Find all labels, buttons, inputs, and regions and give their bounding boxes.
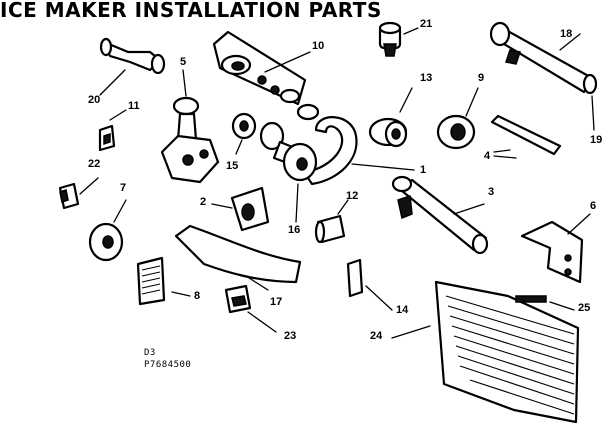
callout-21: 21 <box>420 18 433 30</box>
callout-10: 10 <box>312 40 325 52</box>
callout-22: 22 <box>88 158 101 170</box>
part-10-grommet-strip <box>212 30 320 121</box>
drawing-code-d3: D3 <box>144 348 156 358</box>
callout-11: 11 <box>128 100 140 112</box>
diagram-title: ICE MAKER INSTALLATION PARTS <box>0 0 382 22</box>
part-12-connector <box>314 199 349 244</box>
callout-9: 9 <box>478 72 485 84</box>
part-23-clip <box>224 284 277 333</box>
part-2-bracket <box>211 186 270 232</box>
callout-12: 12 <box>346 190 359 202</box>
part-13-nut <box>368 87 413 148</box>
part-5-valve-assembly <box>160 69 220 184</box>
part-7-cap <box>88 199 127 262</box>
callout-7: 7 <box>120 182 127 194</box>
callout-15: 15 <box>226 160 239 172</box>
part-8-panel <box>136 256 191 306</box>
callout-25: 25 <box>578 302 591 314</box>
part-15-bushing <box>231 112 257 155</box>
part-4-pins <box>490 114 562 159</box>
part-24-grille <box>391 280 580 424</box>
part-3-long-tube <box>391 175 489 255</box>
callout-3: 3 <box>488 186 495 198</box>
callout-18: 18 <box>560 28 573 40</box>
callout-24: 24 <box>370 330 383 342</box>
part-22-clip <box>58 177 99 210</box>
callout-2: 2 <box>200 196 207 208</box>
callout-13: 13 <box>420 72 433 84</box>
callout-5: 5 <box>180 56 187 68</box>
part-25-strip <box>515 295 575 311</box>
callout-23: 23 <box>284 330 297 342</box>
callout-8: 8 <box>194 290 201 302</box>
callout-20: 20 <box>88 94 101 106</box>
part-6-mounting-bracket <box>520 213 591 284</box>
part-11-fitting <box>98 109 127 152</box>
part-21-clip <box>378 21 419 57</box>
callout-17: 17 <box>270 296 283 308</box>
callout-19: 19 <box>590 134 603 146</box>
callout-4: 4 <box>484 150 491 162</box>
callout-6: 6 <box>590 200 597 212</box>
part-20-elbow <box>99 37 166 96</box>
callout-1: 1 <box>420 164 427 176</box>
part-18-fill-tube <box>489 21 598 131</box>
part-1-16-coupling-assembly <box>259 116 415 223</box>
callout-14: 14 <box>396 304 409 316</box>
callout-16: 16 <box>288 224 301 236</box>
part-14-clip <box>346 258 393 311</box>
part-17-curved-duct <box>174 224 302 291</box>
drawing-code-part-number: P7684500 <box>144 360 192 370</box>
part-9-ring <box>436 87 479 150</box>
